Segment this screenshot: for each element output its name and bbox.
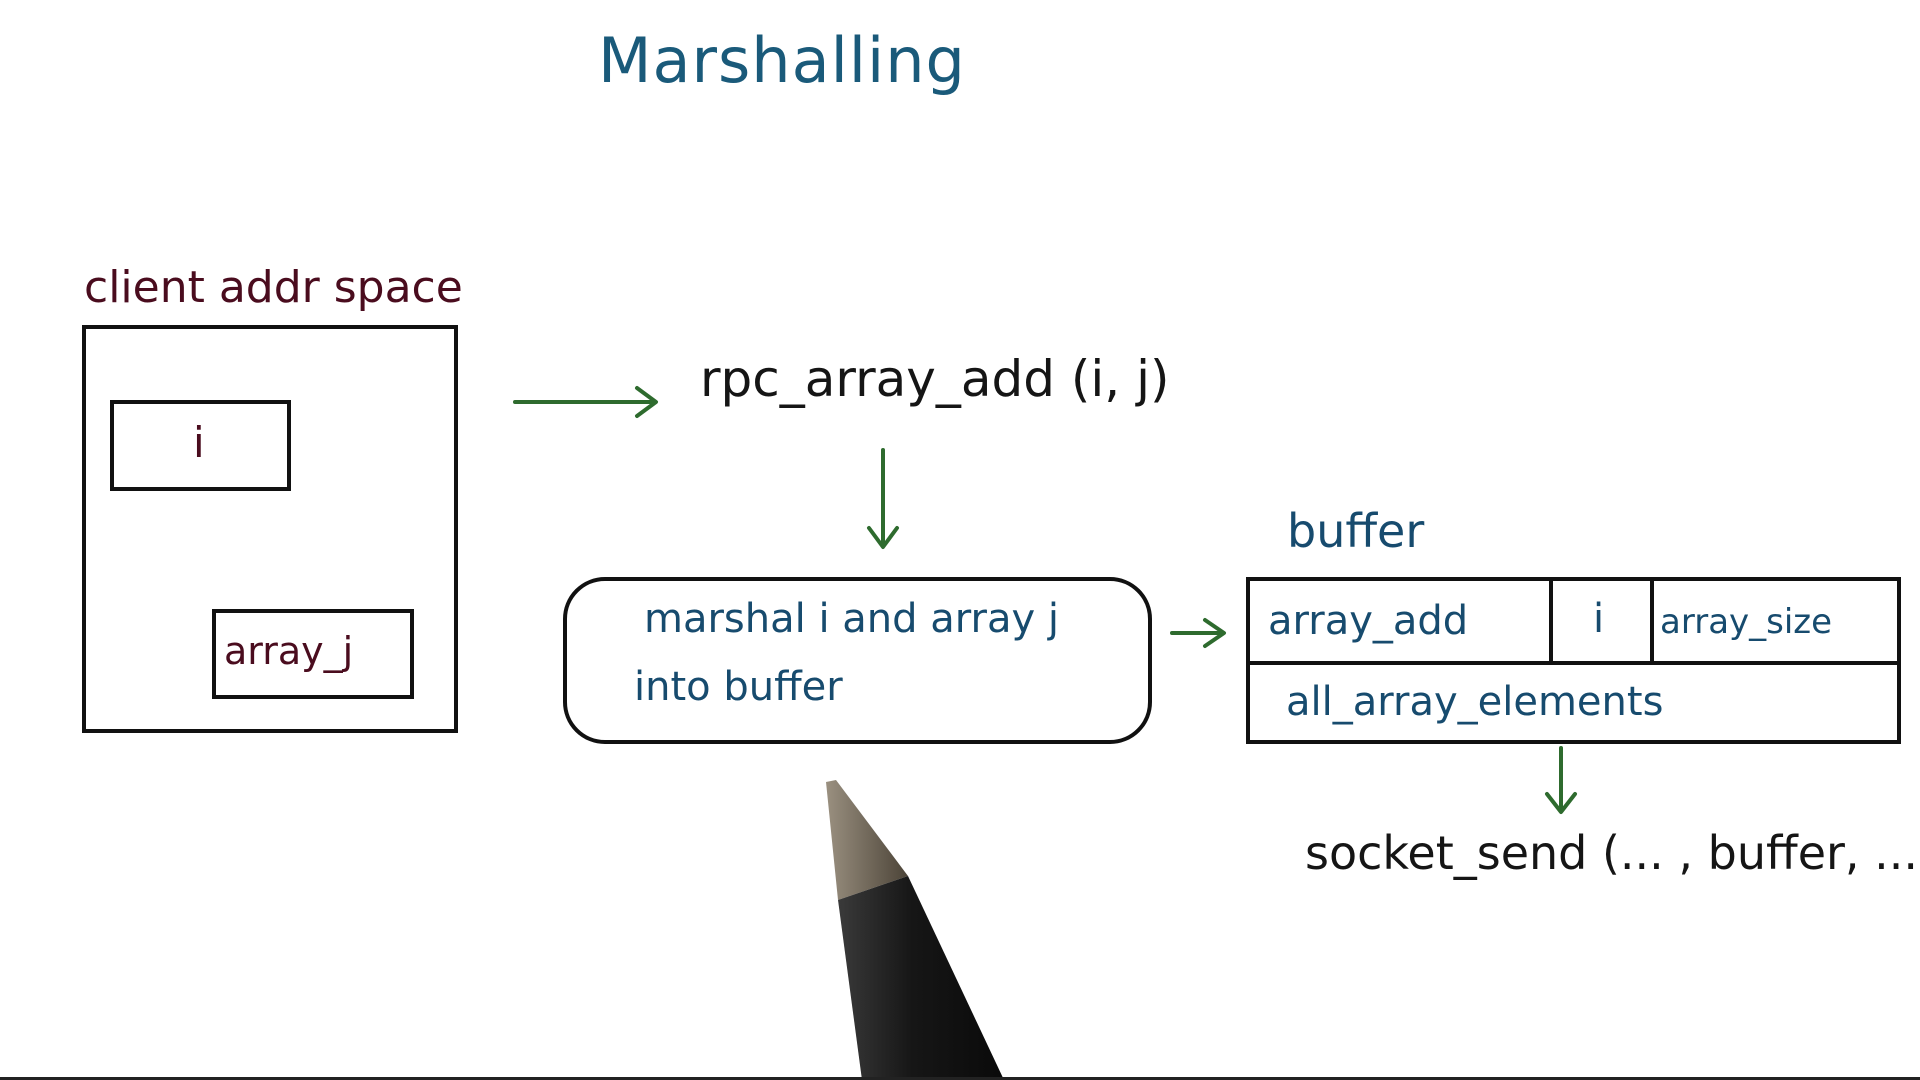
socket-send-text: socket_send (... , buffer, ...) bbox=[1305, 826, 1920, 880]
client-addr-space-label: client addr space bbox=[84, 262, 463, 313]
buffer-cell-i: i bbox=[1593, 596, 1605, 642]
arrow-rpc-to-marshal bbox=[867, 448, 899, 549]
variable-array-j-label: array_j bbox=[224, 629, 354, 673]
buffer-elements-row: all_array_elements bbox=[1286, 679, 1664, 725]
buffer-cell-divider-1 bbox=[1549, 577, 1553, 663]
diagram-title: Marshalling bbox=[598, 24, 966, 97]
arrow-buffer-to-socket-send bbox=[1545, 746, 1577, 814]
arrow-client-to-rpc bbox=[513, 386, 658, 418]
pen-body bbox=[838, 876, 1004, 1080]
variable-i-box bbox=[110, 400, 291, 491]
buffer-cell-divider-2 bbox=[1650, 577, 1654, 663]
marshal-step-line2: into buffer bbox=[634, 664, 843, 710]
buffer-cell-array-add: array_add bbox=[1268, 598, 1469, 644]
pen-tip bbox=[826, 780, 908, 900]
variable-array-j-box bbox=[212, 609, 414, 699]
buffer-row-divider bbox=[1246, 661, 1901, 665]
buffer-table bbox=[1246, 577, 1901, 744]
variable-i-label: i bbox=[193, 418, 205, 467]
rpc-call-text: rpc_array_add (i, j) bbox=[700, 350, 1170, 408]
marshal-step-line1: marshal i and array j bbox=[644, 596, 1059, 642]
bottom-edge-line bbox=[0, 1077, 1920, 1080]
marshal-step-box bbox=[563, 577, 1152, 744]
buffer-label: buffer bbox=[1287, 504, 1425, 558]
buffer-cell-array-size: array_size bbox=[1660, 602, 1833, 642]
arrow-marshal-to-buffer bbox=[1170, 618, 1226, 648]
client-addr-space-box bbox=[82, 325, 458, 733]
